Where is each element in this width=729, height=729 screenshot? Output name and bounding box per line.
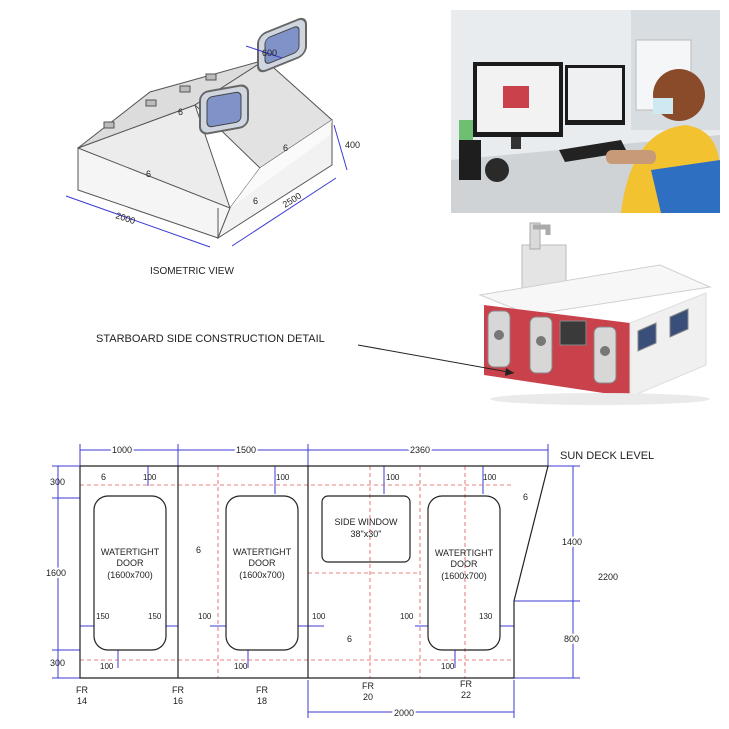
door-2: WATERTIGHT DOOR (1600x700) bbox=[233, 547, 292, 580]
elevation-drawing: SUN DECK LEVEL 1000 1500 2360 300 1600 3… bbox=[44, 443, 654, 720]
frame-16-num: 16 bbox=[173, 696, 183, 706]
frame-14-num: 14 bbox=[77, 696, 87, 706]
off-d1-top: 100 bbox=[143, 473, 157, 482]
off-d1-right: 150 bbox=[148, 612, 162, 621]
side-window: SIDE WINDOW 38"x30" bbox=[335, 517, 399, 539]
door-2-line2: DOOR bbox=[249, 558, 277, 568]
door-3: WATERTIGHT DOOR (1600x700) bbox=[435, 548, 494, 581]
elev-title: SUN DECK LEVEL bbox=[560, 450, 654, 462]
iso-box bbox=[76, 17, 333, 240]
iso-window-left bbox=[199, 84, 249, 135]
plate-mark-4: 6 bbox=[523, 492, 528, 502]
door-3-line3: (1600x700) bbox=[441, 571, 487, 581]
photo-engineer-at-workstation bbox=[451, 10, 720, 213]
off-d3-left: 100 bbox=[400, 612, 414, 621]
door-3-line1: WATERTIGHT bbox=[435, 548, 494, 558]
iso-window-right bbox=[257, 17, 307, 73]
door-2-line1: WATERTIGHT bbox=[233, 547, 292, 557]
frame-16-fr: FR bbox=[172, 685, 184, 695]
door-3-line2: DOOR bbox=[451, 559, 479, 569]
side-window-line2: 38"x30" bbox=[351, 529, 382, 539]
iso-dim-top: 600 bbox=[262, 48, 277, 58]
frame-22-num: 22 bbox=[461, 690, 471, 700]
frame-18-num: 18 bbox=[257, 696, 267, 706]
right-dim-1: 1400 bbox=[562, 537, 582, 547]
off-d1-bottom: 100 bbox=[100, 662, 114, 671]
door-1: WATERTIGHT DOOR (1600x700) bbox=[101, 547, 160, 580]
off-d2-bottom: 100 bbox=[234, 662, 248, 671]
off-win-top: 100 bbox=[386, 473, 400, 482]
off-d1-left: 150 bbox=[96, 612, 110, 621]
iso-mark-2: 6 bbox=[146, 169, 151, 179]
frame-22-fr: FR bbox=[460, 679, 472, 689]
off-d3-right: 130 bbox=[479, 612, 493, 621]
door-1-line2: DOOR bbox=[117, 558, 145, 568]
off-d3-top: 100 bbox=[483, 473, 497, 482]
iso-mark-1: 6 bbox=[178, 107, 183, 117]
off-d2-top: 100 bbox=[276, 473, 290, 482]
off-d2-left: 100 bbox=[198, 612, 212, 621]
top-dim-3: 2360 bbox=[410, 445, 430, 455]
iso-dim-width: 2000 bbox=[114, 210, 136, 226]
door-1-line3: (1600x700) bbox=[107, 570, 153, 580]
frame-20-num: 20 bbox=[363, 692, 373, 702]
door-2-line3: (1600x700) bbox=[239, 570, 285, 580]
isometric-view: 6 6 6 6 600 400 2500 2000 ISOMETRIC VIEW bbox=[65, 17, 360, 277]
top-dim-2: 1500 bbox=[236, 445, 256, 455]
top-dim-1: 1000 bbox=[112, 445, 132, 455]
plate-mark-3: 6 bbox=[347, 634, 352, 644]
left-dim-1: 300 bbox=[50, 477, 65, 487]
iso-caption: ISOMETRIC VIEW bbox=[150, 266, 234, 277]
plate-mark-2: 6 bbox=[196, 545, 201, 555]
frame-18-fr: FR bbox=[256, 685, 268, 695]
side-window-line1: SIDE WINDOW bbox=[335, 517, 399, 527]
iso-mark-4: 6 bbox=[253, 196, 258, 206]
door-1-line1: WATERTIGHT bbox=[101, 547, 160, 557]
right-dim-2: 800 bbox=[564, 634, 579, 644]
iso-dim-height: 400 bbox=[345, 140, 360, 150]
bottom-dim: 2000 bbox=[394, 708, 414, 718]
left-dim-3: 300 bbox=[50, 658, 65, 668]
cabin-render bbox=[478, 222, 712, 405]
frame-14-fr: FR bbox=[76, 685, 88, 695]
off-d3-bottom: 100 bbox=[441, 662, 455, 671]
plate-mark-1: 6 bbox=[101, 472, 106, 482]
left-dim-2: 1600 bbox=[46, 568, 66, 578]
iso-mark-3: 6 bbox=[283, 143, 288, 153]
starboard-label: STARBOARD SIDE CONSTRUCTION DETAIL bbox=[96, 333, 325, 345]
frame-20-fr: FR bbox=[362, 681, 374, 691]
off-mid-right: 100 bbox=[312, 612, 326, 621]
right-dim-3: 2200 bbox=[598, 572, 618, 582]
